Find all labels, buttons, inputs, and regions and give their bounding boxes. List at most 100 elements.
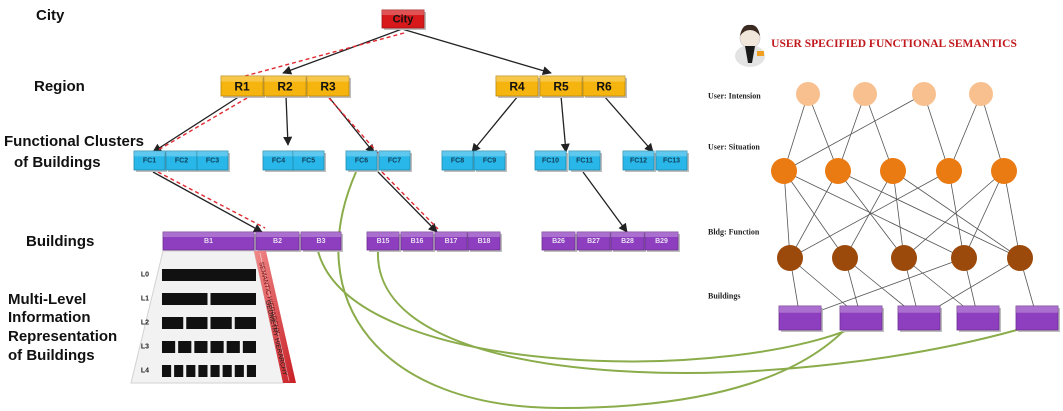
cluster-node-fc12: FC12 bbox=[622, 150, 656, 172]
lod-block bbox=[226, 341, 240, 353]
box-label: FC2 bbox=[175, 158, 188, 165]
box-label: R4 bbox=[509, 80, 525, 94]
network-edge bbox=[948, 93, 982, 172]
cluster-node-fc10: FC10 bbox=[534, 150, 568, 172]
building-node-b3: B3 bbox=[300, 231, 343, 252]
box-body bbox=[366, 231, 400, 251]
situation-node bbox=[825, 158, 851, 184]
box-label: B15 bbox=[377, 238, 390, 245]
buildings-level-label: Buildings bbox=[26, 233, 95, 250]
building-node-b17: B17 bbox=[434, 231, 469, 252]
hierarchy-edge bbox=[603, 95, 654, 153]
box-body bbox=[400, 231, 434, 251]
box-body bbox=[576, 231, 611, 251]
box-gloss bbox=[263, 151, 294, 157]
function-node bbox=[832, 245, 858, 271]
box-body bbox=[196, 150, 229, 171]
building-node-b1: B1 bbox=[162, 231, 256, 252]
clusters-level-label-1: Functional Clusters bbox=[4, 133, 145, 150]
network-edge bbox=[864, 93, 894, 172]
right-row-label-0: User: Intension bbox=[708, 92, 761, 101]
building-node-b26: B26 bbox=[541, 231, 577, 252]
box-label: FC11 bbox=[576, 158, 593, 165]
building-node-b27: B27 bbox=[576, 231, 612, 252]
right-panel-title: USER SPECIFIED FUNCTIONAL SEMANTICS bbox=[771, 38, 1017, 50]
box-body bbox=[381, 9, 425, 29]
box-body bbox=[610, 231, 645, 251]
network-edge bbox=[837, 170, 905, 259]
box-gloss bbox=[1016, 306, 1058, 313]
box-body bbox=[473, 150, 506, 171]
box-label: FC5 bbox=[302, 158, 315, 165]
network-edge bbox=[789, 170, 950, 259]
network-edge bbox=[892, 170, 905, 259]
cluster-node-fc1: FC1 bbox=[133, 150, 167, 172]
box-gloss bbox=[569, 151, 600, 157]
box-gloss bbox=[542, 232, 575, 238]
path-highlight bbox=[152, 97, 248, 154]
box-body bbox=[495, 75, 539, 97]
box-gloss bbox=[577, 232, 610, 238]
network-edge bbox=[799, 257, 965, 319]
box-label: B3 bbox=[317, 238, 326, 245]
cluster-node-fc8: FC8 bbox=[441, 150, 475, 172]
box-body bbox=[300, 231, 342, 251]
box-label: B27 bbox=[587, 238, 600, 245]
box-body bbox=[1015, 305, 1059, 331]
box-body bbox=[434, 231, 468, 251]
box-gloss bbox=[535, 151, 566, 157]
box-body bbox=[378, 150, 411, 171]
box-label: FC7 bbox=[388, 158, 401, 165]
path-highlight bbox=[244, 32, 405, 77]
city-node: City bbox=[381, 9, 426, 30]
green-link-curves bbox=[317, 171, 1045, 410]
person-tie bbox=[745, 46, 755, 63]
box-gloss bbox=[307, 76, 349, 82]
network-edge bbox=[783, 93, 809, 172]
box-body bbox=[441, 150, 474, 171]
box-label: FC8 bbox=[451, 158, 464, 165]
box-gloss bbox=[840, 306, 882, 313]
box-gloss bbox=[898, 306, 940, 313]
box-label: R3 bbox=[320, 80, 336, 94]
network-edge bbox=[789, 170, 839, 259]
box-body bbox=[568, 150, 601, 171]
lod-block bbox=[210, 317, 232, 329]
lod-level-label-l3: L3 bbox=[141, 344, 149, 351]
situation-node bbox=[771, 158, 797, 184]
lod-block bbox=[234, 365, 244, 377]
box-label: B16 bbox=[411, 238, 424, 245]
building-block-node bbox=[897, 305, 942, 332]
lod-block bbox=[178, 341, 192, 353]
function-node bbox=[951, 245, 977, 271]
box-label: R6 bbox=[596, 80, 612, 94]
building-block-node bbox=[956, 305, 1001, 332]
person-badge bbox=[757, 51, 764, 56]
lod-block bbox=[162, 365, 172, 377]
hierarchy-edge bbox=[152, 95, 241, 153]
hierarchy-edge bbox=[152, 171, 263, 233]
box-body bbox=[778, 305, 822, 331]
situation-node bbox=[880, 158, 906, 184]
box-gloss bbox=[293, 151, 324, 157]
box-label: B2 bbox=[273, 238, 282, 245]
building-node-b15: B15 bbox=[366, 231, 401, 252]
network-edge bbox=[1003, 170, 1021, 259]
function-node bbox=[891, 245, 917, 271]
right-row-label-1: User: Situation bbox=[708, 143, 760, 152]
hierarchy-band bbox=[254, 251, 296, 383]
region-node-r1: R1 bbox=[220, 75, 265, 98]
hierarchy-edge bbox=[471, 95, 519, 153]
box-label: FC10 bbox=[542, 158, 559, 165]
cluster-node-fc6: FC6 bbox=[345, 150, 379, 172]
green-link-curve bbox=[376, 250, 1045, 374]
situation-node bbox=[991, 158, 1017, 184]
lod-block bbox=[186, 365, 196, 377]
box-gloss bbox=[401, 232, 433, 238]
lod-block bbox=[242, 341, 256, 353]
network-edge bbox=[783, 170, 846, 259]
network-edge bbox=[807, 93, 839, 172]
